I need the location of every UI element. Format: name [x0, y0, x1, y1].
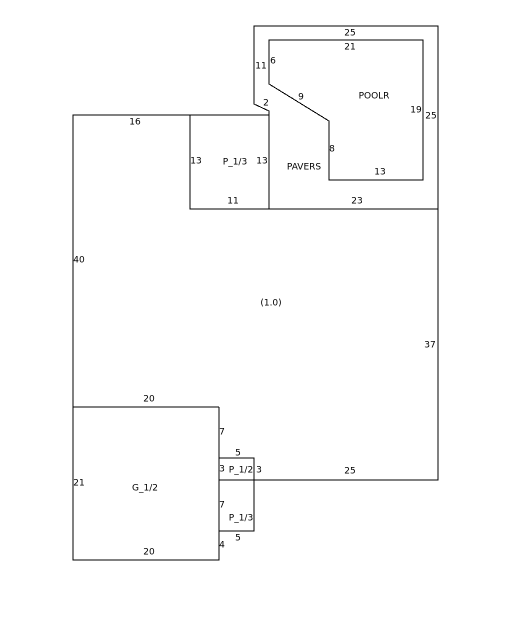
dim-pavers-bottom: 23 — [351, 197, 362, 207]
dim-patio-bottom: 11 — [227, 197, 238, 207]
dim-porch-mid-top: 5 — [235, 449, 241, 459]
dim-garage-right-bottom: 4 — [219, 541, 225, 551]
upper-patio-label: P_1/3 — [223, 158, 247, 168]
dim-pavers-notch: 2 — [263, 99, 269, 109]
dim-pool-step: 8 — [329, 145, 335, 155]
dim-patio-left: 13 — [190, 157, 201, 167]
dim-pool-diagonal: 9 — [298, 93, 304, 103]
dim-pool-top: 21 — [344, 43, 355, 53]
porch-low-label: P_1/3 — [229, 514, 253, 524]
dim-house-top: 16 — [129, 118, 141, 128]
pavers-outline — [253, 25, 439, 209]
pavers-label: PAVERS — [287, 163, 322, 173]
dim-garage-top: 20 — [143, 395, 155, 405]
dim-garage-right-mid: 3 — [219, 465, 225, 475]
dim-garage-left: 21 — [73, 479, 84, 489]
upper-patio-outline — [189, 114, 270, 210]
dim-porch-low-bottom: 5 — [235, 534, 241, 544]
dim-pool-bottom: 13 — [374, 168, 385, 178]
dim-garage-bottom: 20 — [143, 548, 155, 558]
dim-house-left: 40 — [73, 256, 85, 266]
dim-porch-mid-right: 3 — [256, 466, 262, 476]
dim-pool-right: 19 — [410, 106, 422, 116]
dim-pavers-right: 25 — [425, 112, 436, 122]
garage-label: G_1/2 — [132, 484, 158, 494]
dim-pavers-left-upper: 11 — [255, 62, 266, 72]
main-house-outline — [72, 114, 439, 561]
dim-pavers-top: 25 — [344, 29, 355, 39]
pool-outline — [268, 39, 424, 181]
porch-outline — [219, 457, 255, 532]
dim-house-right: 37 — [424, 341, 435, 351]
pool-label: POOLR — [359, 92, 390, 102]
dim-patio-right: 13 — [256, 157, 267, 167]
dim-pool-left: 6 — [270, 57, 276, 67]
main-house-label: (1.0) — [260, 299, 281, 309]
dim-garage-right-upper: 7 — [219, 428, 225, 438]
porch-mid-label: P_1/2 — [229, 466, 253, 476]
dim-house-bottom: 25 — [344, 467, 355, 477]
dim-garage-right-lower: 7 — [219, 501, 225, 511]
